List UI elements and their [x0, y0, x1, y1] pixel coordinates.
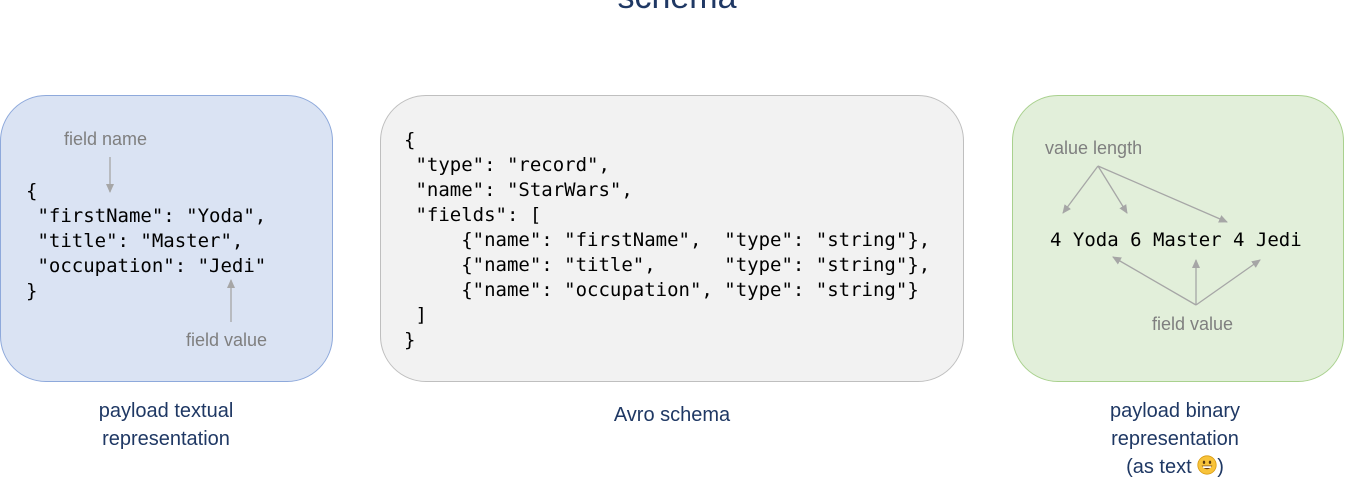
diagram-title: schema [0, 0, 1354, 17]
schema-caption: Avro schema [613, 404, 731, 426]
textual-caption: payload textual representation [30, 397, 302, 453]
code-line: "occupation": "Jedi" [26, 255, 267, 277]
code-line: {"name": "occupation", "type": "string"} [404, 279, 919, 301]
binary-payload-code: 4 Yoda 6 Master 4 Jedi [1050, 229, 1302, 251]
code-line: "type": "record", [404, 154, 610, 176]
field-name-label: field name [64, 129, 148, 149]
caption-line: representation [102, 428, 230, 450]
binary-caption: payload binary representation (as text ) [1040, 397, 1310, 481]
value-length-label: value length [1045, 138, 1143, 158]
caption-text: ) [1217, 456, 1224, 478]
code-line: } [404, 329, 416, 351]
caption-line: representation [1111, 428, 1239, 450]
caption-line: payload textual [98, 400, 234, 422]
code-line: "name": "StarWars", [404, 179, 633, 201]
code-line: { [404, 129, 416, 151]
binary-field-value-label: field value [1152, 314, 1234, 334]
code-line: "title": "Master", [26, 230, 244, 252]
code-line: } [26, 280, 38, 302]
avro-schema-card [380, 95, 964, 382]
textual-payload-code: { "firstName": "Yoda", "title": "Master"… [26, 179, 266, 304]
grinning-face-emoji-icon [1197, 455, 1217, 475]
textual-payload-card [0, 95, 333, 382]
avro-schema-code: { "type": "record", "name": "StarWars", … [404, 128, 930, 353]
code-line: ] [404, 304, 427, 326]
binary-payload-card [1012, 95, 1344, 382]
code-line: "fields": [ [404, 204, 542, 226]
code-line: "firstName": "Yoda", [26, 205, 267, 227]
caption-text: (as text [1126, 456, 1198, 478]
caption-line: (as text ) [1040, 453, 1310, 481]
code-line: { [26, 180, 38, 202]
field-value-label: field value [186, 330, 268, 350]
caption-line: payload binary [1109, 400, 1241, 422]
code-line: {"name": "title", "type": "string"}, [404, 254, 931, 276]
code-line: {"name": "firstName", "type": "string"}, [404, 229, 931, 251]
